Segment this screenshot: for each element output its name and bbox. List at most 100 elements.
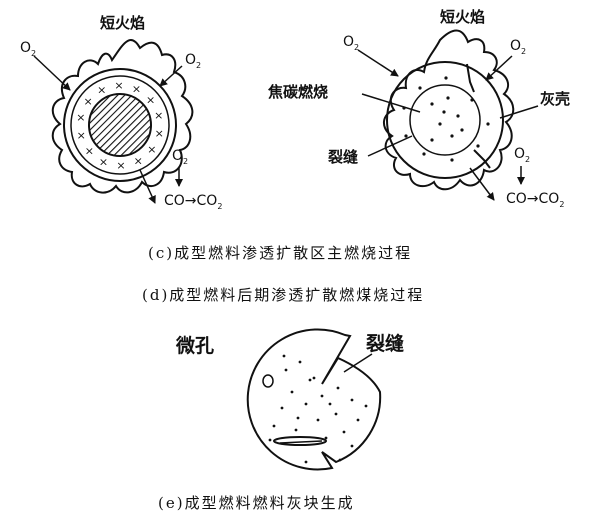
crack-line-bottom	[473, 149, 491, 169]
particle-dot	[450, 158, 454, 162]
ash-shell-pointer	[499, 105, 539, 119]
particle-dot	[284, 368, 288, 372]
ash-block-outline	[246, 328, 382, 471]
particle-dot	[364, 404, 368, 408]
micropore-label: 微孔	[175, 334, 214, 357]
flame-outline	[383, 29, 515, 191]
particle-dot	[438, 122, 442, 126]
particle-dot	[446, 96, 450, 100]
particle-dot	[336, 386, 340, 390]
cross-mark: ×	[97, 83, 106, 96]
micropore	[262, 374, 274, 388]
cross-mark: ×	[85, 145, 94, 158]
oxygen-label-right: O2	[510, 38, 526, 56]
ash-particles	[402, 76, 490, 162]
oxygen-label-bottom: O2	[514, 146, 530, 164]
oxygen-label-left: O2	[20, 40, 36, 58]
particle-dot	[272, 424, 276, 428]
ash-shell-outer	[386, 61, 504, 179]
particle-dot	[296, 416, 300, 420]
outer-ring	[63, 68, 177, 182]
cross-mark: ×	[154, 109, 163, 122]
reaction-equation: CO→CO2	[164, 193, 222, 211]
particle-dot	[444, 76, 448, 80]
crack-line-right	[466, 63, 475, 93]
particle-dot	[328, 402, 332, 406]
oxygen-arrow-right	[485, 55, 513, 81]
diagram-e: 微孔 裂缝	[175, 328, 404, 471]
flat-pore-inner	[279, 440, 323, 444]
ash-particles	[268, 354, 368, 464]
cross-mark: ×	[99, 155, 108, 168]
cross-mark: ×	[116, 159, 125, 172]
crack-pointer	[367, 135, 413, 157]
particle-dot	[418, 86, 422, 90]
ash-shell-label: 灰壳	[540, 90, 570, 108]
particle-dot	[316, 418, 320, 422]
coke-burning-label: 焦碳燃烧	[267, 83, 328, 101]
oxygen-arrow-right	[159, 65, 183, 87]
particle-dot	[486, 122, 490, 126]
particle-dot	[280, 406, 284, 410]
cross-mark: ×	[146, 93, 155, 106]
particle-dot	[338, 458, 342, 462]
flame-label: 短火焰	[100, 14, 145, 32]
particle-dot	[442, 110, 446, 114]
oxygen-label-right: O2	[185, 52, 201, 70]
cross-mark: ×	[77, 129, 86, 142]
char-core	[88, 93, 152, 157]
diagram-c: × × × × × × × × × × × × × × 短火焰 O2 O2 O2 CO→CO2	[20, 14, 222, 211]
cross-mark: ×	[132, 83, 141, 96]
crack-label: 裂缝	[366, 332, 404, 355]
particle-dot	[450, 134, 454, 138]
particle-dot	[470, 98, 474, 102]
caption-e: (e)成型燃料燃料灰块生成	[158, 494, 355, 512]
particle-dot	[324, 436, 328, 440]
oxygen-label-bottom: O2	[172, 148, 188, 166]
particle-dot	[294, 428, 298, 432]
oxygen-arrow-left	[357, 49, 399, 77]
particle-dot	[290, 390, 294, 394]
cross-mark: ×	[134, 155, 143, 168]
particle-dot	[422, 152, 426, 156]
particle-dot	[350, 444, 354, 448]
crack-label: 裂缝	[327, 148, 358, 166]
particle-dot	[334, 412, 338, 416]
particle-dot	[298, 360, 302, 364]
particle-dot	[456, 114, 460, 118]
caption-c: (c)成型燃料渗透扩散区主燃烧过程	[148, 244, 412, 262]
flame-outline	[51, 39, 194, 194]
cross-mark: ×	[114, 79, 123, 92]
cross-mark: ×	[84, 95, 93, 108]
particle-dot	[320, 394, 324, 398]
flat-pore	[273, 436, 327, 446]
crack-pointer	[343, 353, 373, 373]
particle-dot	[430, 102, 434, 106]
particle-dot	[304, 460, 308, 464]
particle-dot	[476, 144, 480, 148]
particle-dot	[460, 128, 464, 132]
coke-core-boundary	[409, 84, 481, 156]
particle-dot	[268, 438, 272, 442]
particle-dot	[282, 354, 286, 358]
particle-dot	[430, 138, 434, 142]
oxygen-arrow-left	[33, 55, 71, 91]
exhaust-arrow	[469, 167, 495, 201]
inner-ring	[70, 75, 170, 175]
diagram-d: 短火焰 O2 O2 焦碳燃烧 灰壳 裂缝 O2 CO→CO2	[267, 8, 570, 209]
oxygen-label-left: O2	[343, 34, 359, 52]
particle-dot	[356, 418, 360, 422]
diffusion-zone-crosses: × × × × × × × × × × × × × ×	[76, 79, 164, 172]
particle-dot	[404, 134, 408, 138]
cross-mark: ×	[147, 143, 156, 156]
particle-dot	[304, 402, 308, 406]
flame-label: 短火焰	[440, 8, 485, 26]
cross-mark: ×	[155, 127, 164, 140]
exhaust-arrow	[139, 169, 156, 204]
cross-mark: ×	[76, 111, 85, 124]
coke-pointer	[361, 93, 421, 113]
reaction-equation: CO→CO2	[506, 191, 564, 209]
particle-dot	[312, 376, 316, 380]
caption-d: (d)成型燃料后期渗透扩散燃煤烧过程	[142, 286, 424, 304]
